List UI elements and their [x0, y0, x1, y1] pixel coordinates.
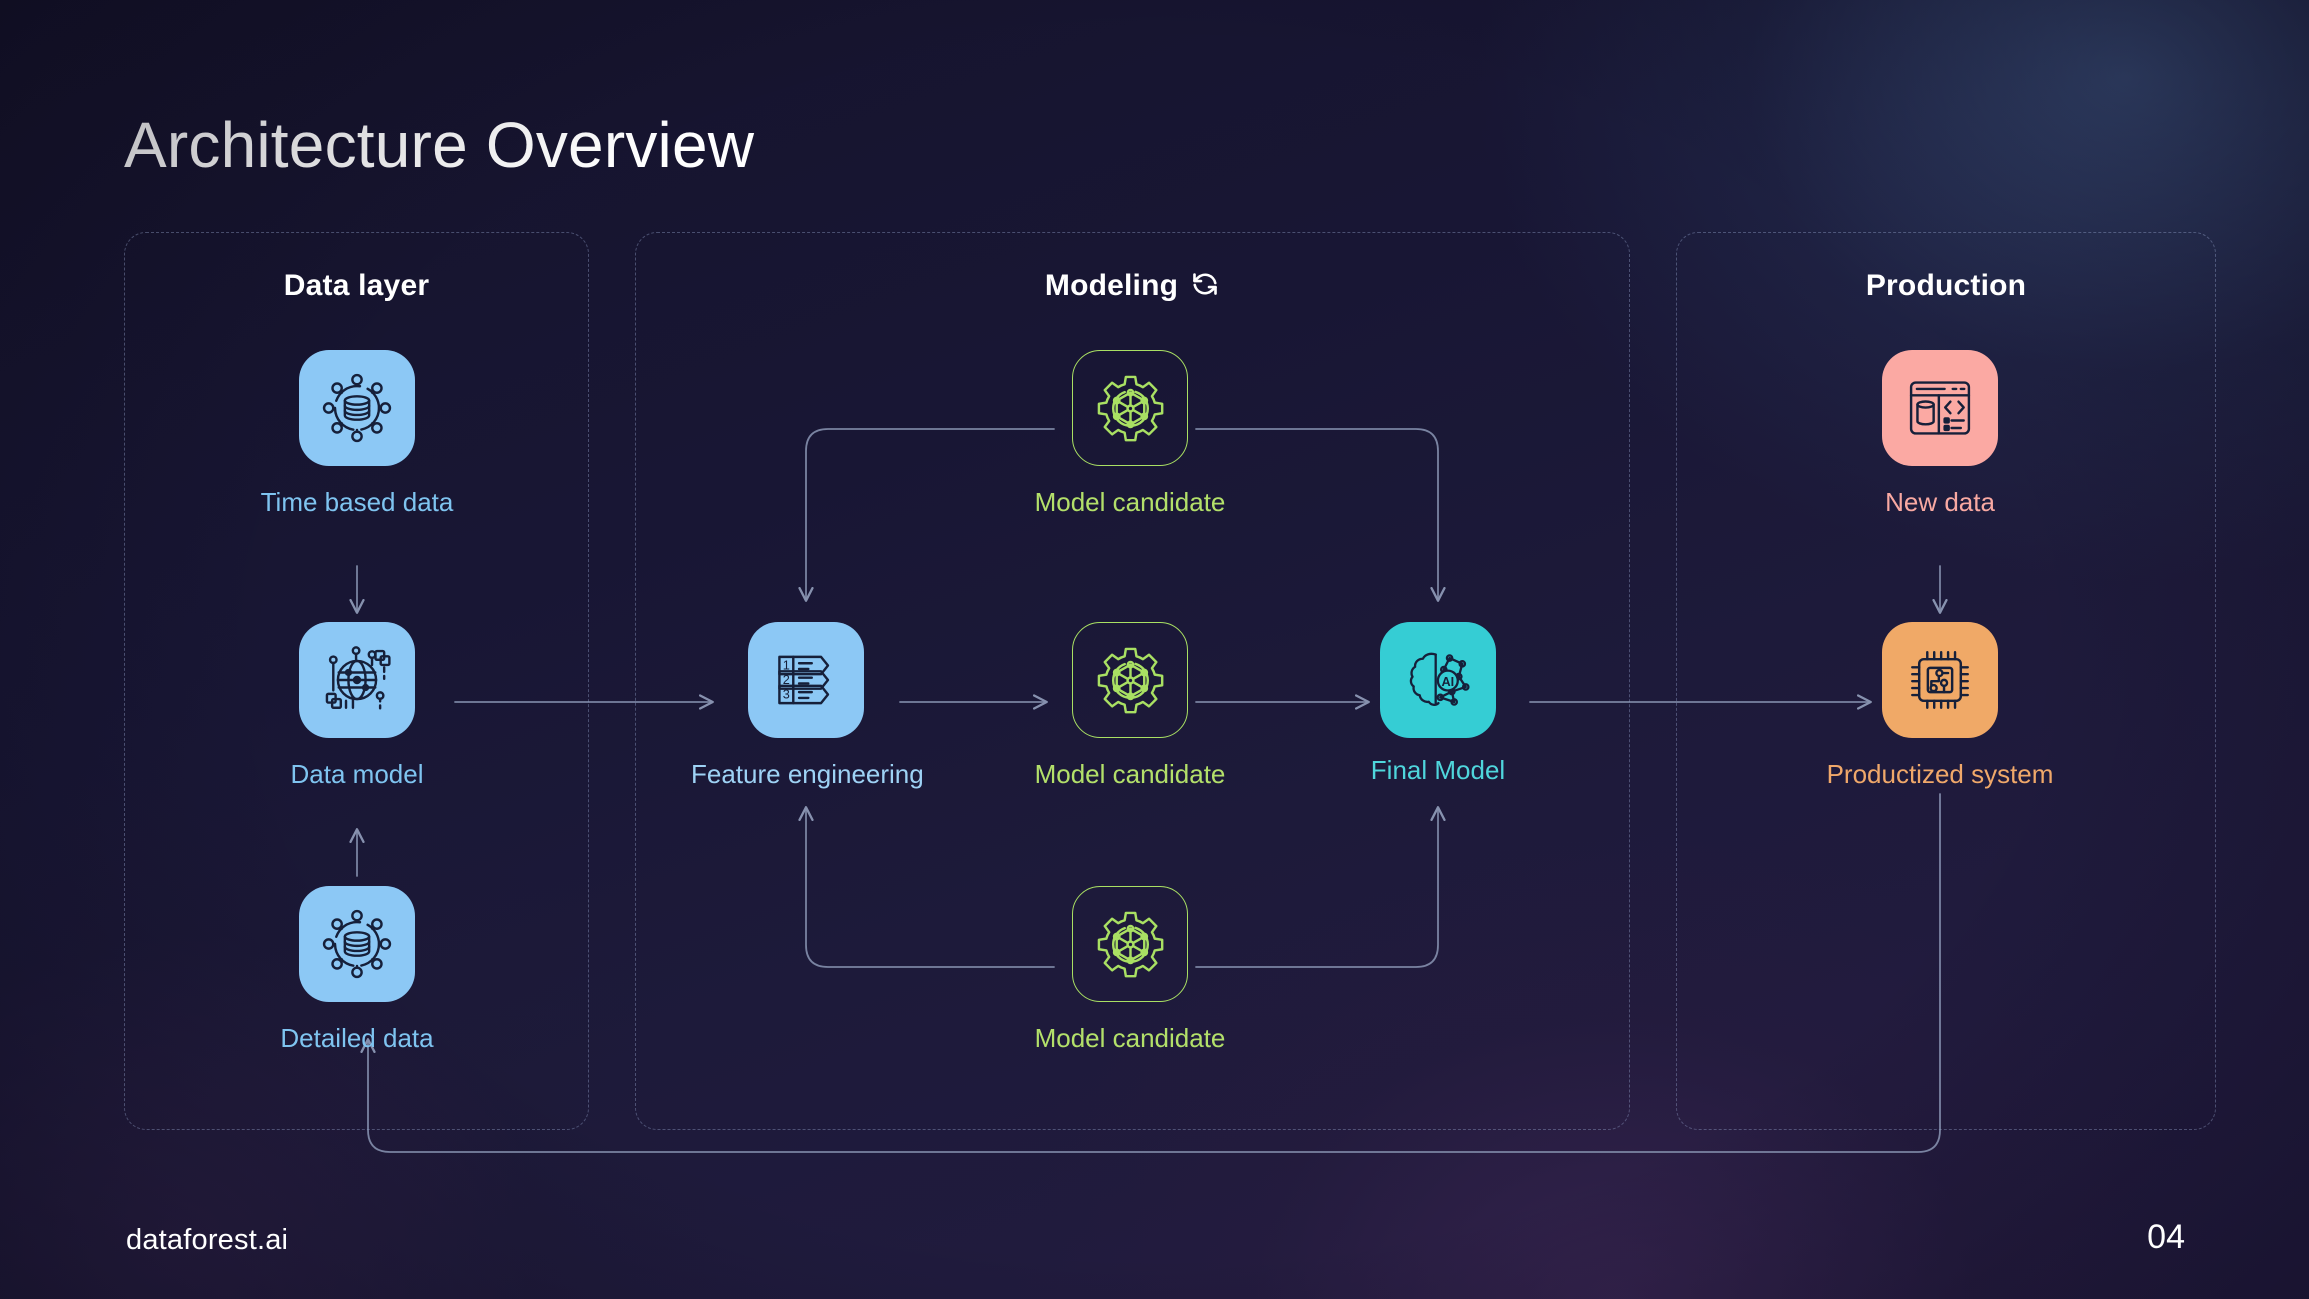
connector-mctop-to-feature: [806, 428, 1055, 600]
svg-text:1: 1: [783, 657, 790, 672]
group-box-data-layer: Data layer: [124, 232, 589, 1130]
svg-text:AI: AI: [1441, 674, 1454, 689]
node-model-candidate-middle[interactable]: Model candidate: [1015, 622, 1245, 790]
node-label-model-candidate-middle: Model candidate: [1034, 759, 1226, 789]
node-detailed-data[interactable]: Detailed data: [242, 886, 472, 1054]
group-title-modeling: Modeling: [636, 269, 1629, 307]
group-title-data-layer: Data layer: [283, 269, 430, 302]
cpu-chip-icon: [1882, 622, 1998, 738]
node-data-model[interactable]: Data model: [242, 622, 472, 790]
group-box-production: Production: [1676, 232, 2216, 1130]
svg-text:2: 2: [783, 672, 790, 687]
gear-network-icon: [1072, 350, 1188, 466]
node-label-detailed-data: Detailed data: [280, 1023, 434, 1053]
node-model-candidate-top[interactable]: Model candidate: [1015, 350, 1245, 518]
svg-text:3: 3: [783, 686, 790, 701]
node-label-new-data: New data: [1885, 487, 1995, 517]
connector-mcbottom-to-feature: [806, 808, 1055, 968]
group-box-modeling: Modeling: [635, 232, 1630, 1130]
node-label-feature-engineering: Feature engineering: [691, 759, 924, 789]
node-productized-system[interactable]: Productized system: [1825, 622, 2055, 790]
gear-network-icon: [1072, 886, 1188, 1002]
node-final-model[interactable]: AI Final Model: [1323, 622, 1553, 786]
connector-feedback-loop: [368, 793, 1941, 1153]
gear-network-icon: [1072, 622, 1188, 738]
node-label-model-candidate-top: Model candidate: [1034, 487, 1226, 517]
refresh-icon: [1190, 269, 1220, 307]
node-label-model-candidate-bottom: Model candidate: [1034, 1023, 1226, 1053]
node-model-candidate-bottom[interactable]: Model candidate: [1015, 886, 1245, 1054]
numbered-list-icon: 1 2 3: [748, 622, 864, 738]
page-title: Architecture Overview: [124, 109, 755, 181]
group-title-modeling-label: Modeling: [1044, 269, 1179, 302]
node-label-time-based-data: Time based data: [260, 487, 454, 517]
footer-brand: dataforest.ai: [126, 1224, 289, 1256]
ai-brain-icon: AI: [1380, 622, 1496, 738]
database-network-icon: [299, 350, 415, 466]
node-label-productized-system: Productized system: [1826, 759, 2054, 789]
node-label-data-model: Data model: [290, 759, 424, 789]
footer-page-number: 04: [2147, 1218, 2185, 1256]
connector-mcbottom-to-final: [1195, 808, 1438, 968]
database-network-icon: [299, 886, 415, 1002]
connector-mctop-to-final: [1195, 428, 1438, 600]
browser-code-db-icon: [1882, 350, 1998, 466]
globe-nodes-icon: [299, 622, 415, 738]
node-label-final-model: Final Model: [1370, 755, 1506, 785]
group-title-production: Production: [1865, 269, 2027, 302]
node-new-data[interactable]: New data: [1825, 350, 2055, 518]
node-feature-engineering[interactable]: 1 2 3 Feature engineering: [691, 622, 924, 790]
node-time-based-data[interactable]: Time based data: [242, 350, 472, 518]
